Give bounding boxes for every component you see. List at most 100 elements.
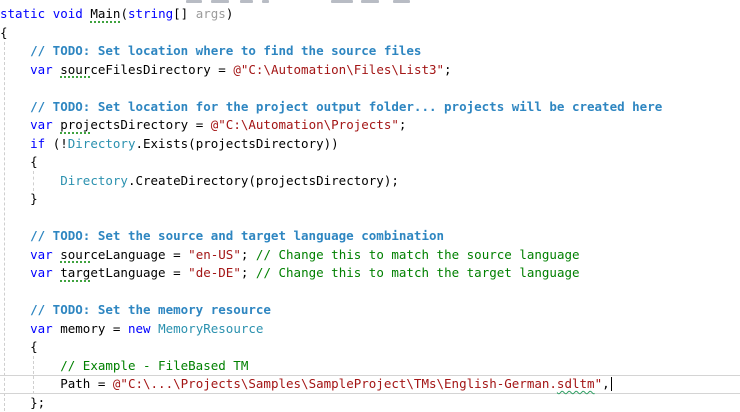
code-line-1[interactable]: { bbox=[0, 24, 740, 43]
code-line-11[interactable] bbox=[0, 209, 740, 228]
code-token: @"C:\Automation\Files\List3" bbox=[233, 62, 444, 77]
code-token: memory = bbox=[53, 321, 128, 336]
code-line-18[interactable]: { bbox=[0, 338, 740, 357]
code-token bbox=[0, 173, 60, 188]
code-line-10[interactable]: } bbox=[0, 190, 740, 209]
code-token: ) bbox=[226, 6, 234, 21]
code-line-0[interactable]: static void Main(string[] args) bbox=[0, 5, 740, 24]
code-token: // Example - FileBased TM bbox=[60, 358, 248, 373]
clipped-text-fragment bbox=[393, 0, 410, 3]
code-token: Main bbox=[90, 6, 120, 21]
code-token: // TODO: Set the memory resource bbox=[30, 302, 271, 317]
code-token: var bbox=[30, 247, 53, 262]
code-token: ; bbox=[444, 62, 452, 77]
code-token: // TODO: Set the source and target langu… bbox=[30, 228, 444, 243]
code-token bbox=[0, 117, 30, 132]
code-token: = bbox=[211, 62, 234, 77]
code-token: // TODO: Set location where to find the … bbox=[30, 43, 421, 58]
code-token bbox=[0, 358, 60, 373]
code-line-9[interactable]: Directory.CreateDirectory(projectsDirect… bbox=[0, 172, 740, 191]
code-token: = bbox=[166, 247, 189, 262]
code-token: "en-US" bbox=[188, 247, 241, 262]
code-token: // Change this to match the target langu… bbox=[256, 265, 580, 280]
code-token: var bbox=[30, 265, 53, 280]
code-token: , bbox=[602, 376, 610, 391]
code-line-20[interactable]: Path = @"C:\...\Projects\Samples\SampleP… bbox=[0, 375, 740, 394]
code-token: ceFilesDirectory bbox=[90, 62, 210, 77]
code-token: var bbox=[30, 62, 53, 77]
code-token: static bbox=[0, 6, 45, 21]
code-line-6[interactable]: var projectsDirectory = @"C:\Automation\… bbox=[0, 116, 740, 135]
code-token bbox=[0, 321, 30, 336]
code-token: ; bbox=[241, 265, 256, 280]
code-line-16[interactable]: // TODO: Set the memory resource bbox=[0, 301, 740, 320]
code-token: = bbox=[188, 117, 211, 132]
code-token: [] bbox=[173, 6, 196, 21]
code-token: ; bbox=[241, 247, 256, 262]
code-token: ( bbox=[120, 6, 128, 21]
code-line-12[interactable]: // TODO: Set the source and target langu… bbox=[0, 227, 740, 246]
code-token: // Change this to match the source langu… bbox=[256, 247, 580, 262]
code-area[interactable]: static void Main(string[] args){ // TODO… bbox=[0, 5, 740, 412]
code-token: { bbox=[0, 154, 38, 169]
code-line-2[interactable]: // TODO: Set location where to find the … bbox=[0, 42, 740, 61]
code-token bbox=[0, 302, 30, 317]
clipped-text-fragment bbox=[262, 0, 269, 3]
code-token bbox=[45, 6, 53, 21]
code-token bbox=[0, 376, 60, 391]
clipped-text-fragment bbox=[240, 0, 253, 3]
code-line-7[interactable]: if (!Directory.Exists(projectsDirectory)… bbox=[0, 135, 740, 154]
code-token: (! bbox=[45, 136, 68, 151]
clipped-text-fragment bbox=[331, 0, 353, 3]
clipped-previous-line bbox=[0, 0, 740, 4]
code-line-5[interactable]: // TODO: Set location for the project ou… bbox=[0, 98, 740, 117]
code-token: proj bbox=[60, 117, 90, 132]
clipped-text-fragment bbox=[211, 0, 229, 3]
text-caret bbox=[611, 377, 612, 391]
code-token: Directory bbox=[68, 136, 136, 151]
code-token: @"C:\Automation\Projects" bbox=[211, 117, 399, 132]
clipped-text-fragment bbox=[186, 0, 202, 3]
code-token: void bbox=[53, 6, 83, 21]
code-token: ectsDirectory bbox=[90, 117, 188, 132]
code-line-4[interactable] bbox=[0, 79, 740, 98]
code-line-19[interactable]: // Example - FileBased TM bbox=[0, 357, 740, 376]
code-token bbox=[0, 136, 30, 151]
code-token: etLanguage bbox=[90, 265, 165, 280]
code-line-13[interactable]: var sourceLanguage = "en-US"; // Change … bbox=[0, 246, 740, 265]
code-token: var bbox=[30, 321, 53, 336]
code-token bbox=[0, 247, 30, 262]
code-token bbox=[0, 265, 30, 280]
clipped-text-fragment bbox=[361, 0, 379, 3]
code-line-15[interactable] bbox=[0, 283, 740, 302]
code-token: ; bbox=[399, 117, 407, 132]
code-token: = bbox=[166, 265, 189, 280]
code-token: if bbox=[30, 136, 45, 151]
code-token: .Exists(projectsDirectory)) bbox=[135, 136, 338, 151]
code-token bbox=[151, 321, 159, 336]
code-token: targ bbox=[60, 265, 90, 280]
code-token: .CreateDirectory(projectsDirectory); bbox=[128, 173, 399, 188]
code-token: " bbox=[595, 376, 603, 391]
code-token: string bbox=[128, 6, 173, 21]
code-token: MemoryResource bbox=[158, 321, 263, 336]
code-line-8[interactable]: { bbox=[0, 153, 740, 172]
code-token: args bbox=[196, 6, 226, 21]
code-token: "de-DE" bbox=[188, 265, 241, 280]
code-token bbox=[0, 228, 30, 243]
code-line-14[interactable]: var targetLanguage = "de-DE"; // Change … bbox=[0, 264, 740, 283]
code-token: }; bbox=[0, 395, 45, 410]
code-token: ceLanguage bbox=[90, 247, 165, 262]
code-token: sdltm bbox=[557, 376, 595, 391]
code-line-17[interactable]: var memory = new MemoryResource bbox=[0, 320, 740, 339]
code-token: var bbox=[30, 117, 53, 132]
code-token bbox=[0, 99, 30, 114]
code-token: // TODO: Set location for the project ou… bbox=[30, 99, 662, 114]
code-line-21[interactable]: }; bbox=[0, 394, 740, 412]
code-token: } bbox=[0, 191, 38, 206]
code-token bbox=[0, 43, 30, 58]
code-token: Directory bbox=[60, 173, 128, 188]
code-line-3[interactable]: var sourceFilesDirectory = @"C:\Automati… bbox=[0, 61, 740, 80]
code-token bbox=[0, 62, 30, 77]
